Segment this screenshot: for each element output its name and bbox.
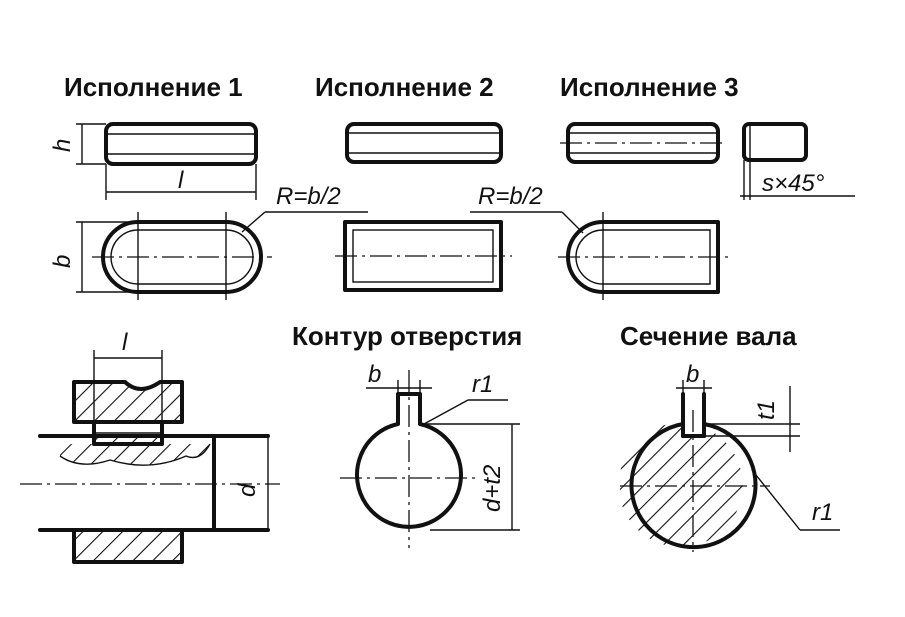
key-v2-side-view (345, 122, 503, 164)
key-v2-top-view (335, 220, 512, 292)
title-version-1: Исполнение 1 (64, 72, 243, 102)
title-shaft-section: Сечение вала (620, 321, 797, 351)
dim-b-shaft: b (686, 361, 699, 388)
key-v3-end-view (740, 122, 855, 200)
label-radius-2: R=b/2 (478, 183, 543, 210)
label-r1-hole: r1 (472, 371, 493, 398)
dim-b-side: b (49, 255, 76, 268)
dim-d-plus-t2: d+t2 (479, 465, 506, 512)
label-r1-shaft: r1 (812, 499, 833, 526)
title-version-3: Исполнение 3 (560, 72, 739, 102)
dim-t1-shaft: t1 (753, 400, 780, 420)
shaft-section-drawing (620, 380, 840, 552)
key-v3-top-view (470, 211, 730, 300)
hole-contour-drawing (340, 370, 520, 548)
dim-l-top: l (178, 167, 184, 194)
dim-d-shaft: d (234, 483, 261, 497)
dim-l-hub: l (122, 329, 128, 356)
key-v1-top-view (76, 211, 368, 300)
label-radius-1: R=b/2 (276, 183, 341, 210)
title-version-2: Исполнение 2 (315, 72, 494, 102)
dim-chamfer: s×45° (762, 170, 825, 197)
dim-b-hole: b (368, 361, 381, 388)
title-hole-contour: Контур отверстия (292, 321, 522, 351)
dim-h: h (49, 139, 76, 152)
key-v1-side-view (76, 122, 258, 200)
assembly-hub-shaft (20, 350, 280, 564)
key-v3-side-view (560, 122, 726, 164)
